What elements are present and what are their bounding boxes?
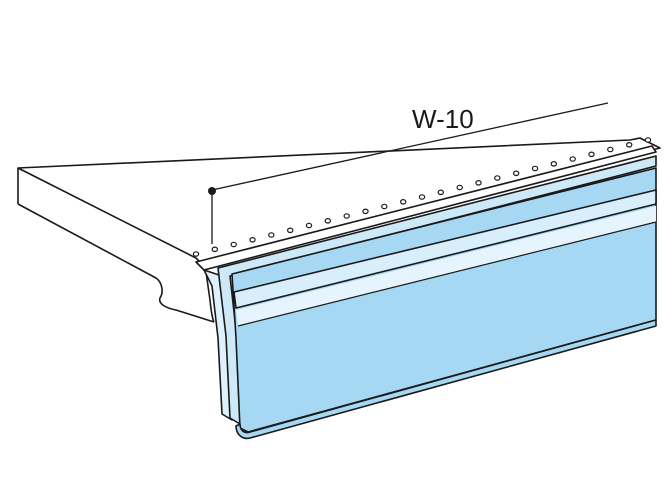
strip-bottom-curl <box>235 319 657 440</box>
hole <box>494 175 501 181</box>
hole <box>211 246 218 253</box>
dimension-line <box>208 102 609 244</box>
hole <box>626 142 633 148</box>
hole <box>531 165 539 172</box>
hole <box>400 199 407 205</box>
shelf-underside <box>17 203 215 323</box>
hole <box>475 180 482 186</box>
hole <box>381 203 388 210</box>
hole <box>607 146 614 153</box>
hole <box>550 161 558 167</box>
hole <box>192 251 200 257</box>
hole <box>437 189 444 196</box>
strip-highlight <box>236 206 656 326</box>
shelf <box>17 137 661 323</box>
dimension-leader <box>211 102 609 191</box>
hole <box>249 237 256 243</box>
hole <box>569 156 576 162</box>
hole <box>644 137 652 143</box>
hole <box>418 194 426 200</box>
hole <box>343 213 350 219</box>
price-strip <box>195 145 657 440</box>
hole <box>513 170 520 177</box>
hole <box>588 151 595 158</box>
hole <box>230 241 237 248</box>
hole <box>324 218 331 224</box>
strip-highlight-edge <box>237 221 657 327</box>
hole-row <box>192 137 652 257</box>
hole <box>287 227 294 234</box>
hole <box>305 222 313 229</box>
dimension-label: W-10 <box>412 104 474 134</box>
hole <box>268 232 275 238</box>
strip-top-lip <box>195 145 657 271</box>
dimension-dot <box>208 187 216 195</box>
hole <box>362 208 369 215</box>
hole <box>456 184 463 191</box>
strip-upper-band <box>233 189 657 309</box>
